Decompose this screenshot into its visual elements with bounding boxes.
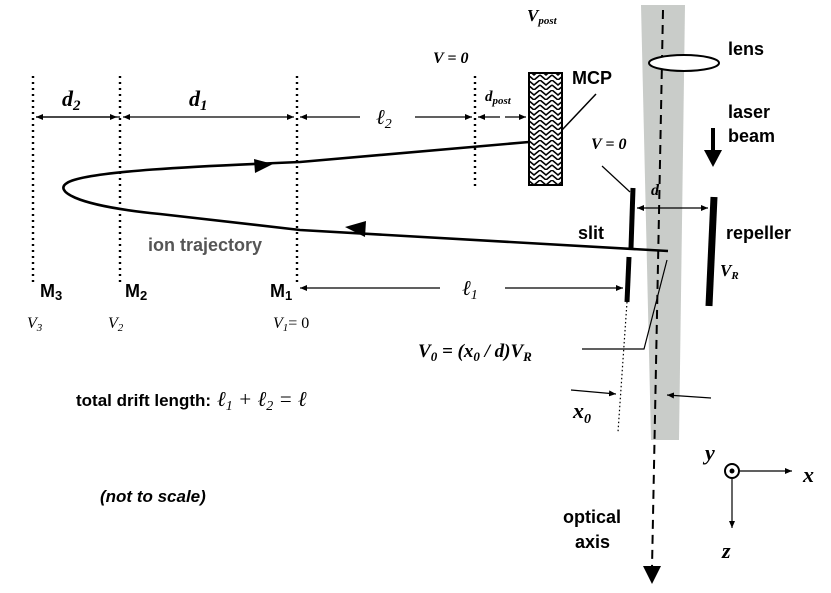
lens-label: lens bbox=[728, 39, 764, 59]
axis-y-dot bbox=[729, 468, 735, 474]
trajectory-arrow-upper bbox=[254, 159, 273, 173]
ion-trajectory-path bbox=[62, 140, 669, 253]
axis-z-label: z bbox=[721, 538, 731, 563]
v0-leader-line bbox=[582, 259, 668, 350]
l1-label: ℓ1 bbox=[462, 276, 478, 303]
x0-arrow-right bbox=[666, 392, 712, 399]
x0-label: x0 bbox=[572, 398, 591, 427]
d-post-label: dpost bbox=[485, 89, 512, 107]
mcp-leader-line bbox=[561, 93, 597, 131]
slit-vzero-leader bbox=[601, 165, 631, 193]
d-gap-label: d bbox=[651, 182, 660, 199]
mcp-detector bbox=[528, 72, 563, 186]
optical-axis-label-1: optical bbox=[563, 507, 621, 527]
v1-label: V1= 0 bbox=[273, 315, 309, 334]
v-zero-top-label: V = 0 bbox=[433, 50, 469, 67]
v-r-label: VR bbox=[720, 261, 739, 282]
l2-label: ℓ2 bbox=[376, 105, 392, 132]
m1-label: M1 bbox=[270, 281, 292, 303]
laser-label-2: beam bbox=[728, 126, 775, 146]
total-drift-label: total drift length:ℓ1 + ℓ2 = ℓ bbox=[76, 387, 307, 414]
v3-label: V3 bbox=[27, 315, 43, 334]
lens bbox=[648, 54, 720, 72]
optical-axis-label-2: axis bbox=[575, 532, 610, 552]
axis-y-label: y bbox=[702, 440, 715, 465]
x0-arrow-left bbox=[570, 389, 617, 397]
optical-axis-arrowhead bbox=[643, 566, 661, 584]
laser-arrow-head bbox=[704, 150, 722, 167]
ion-trajectory-label: ion trajectory bbox=[148, 235, 262, 255]
m3-label: M3 bbox=[40, 281, 62, 303]
mcp-label: MCP bbox=[572, 68, 612, 88]
not-to-scale-label: (not to scale) bbox=[100, 487, 206, 506]
repeller-plate bbox=[705, 196, 718, 307]
laser-label-1: laser bbox=[728, 102, 770, 122]
slit-upper bbox=[628, 187, 636, 249]
trajectory-arrow-lower bbox=[345, 221, 366, 237]
d2-label: d2 bbox=[62, 86, 81, 114]
v-zero-slit-label: V = 0 bbox=[591, 136, 627, 153]
v0-equation: V0 = (x0 / d)VR bbox=[418, 341, 532, 364]
laser-beam bbox=[641, 5, 685, 440]
axis-x-label: x bbox=[802, 462, 814, 487]
optical-axis-line bbox=[651, 9, 664, 569]
slit-lower bbox=[624, 256, 632, 303]
slit-extension bbox=[617, 301, 628, 433]
v2-label: V2 bbox=[108, 315, 124, 334]
repeller-label: repeller bbox=[726, 223, 791, 243]
slit-label: slit bbox=[578, 223, 604, 243]
v-post-label: Vpost bbox=[527, 6, 558, 27]
d1-label: d1 bbox=[189, 86, 208, 114]
m2-label: M2 bbox=[125, 281, 147, 303]
